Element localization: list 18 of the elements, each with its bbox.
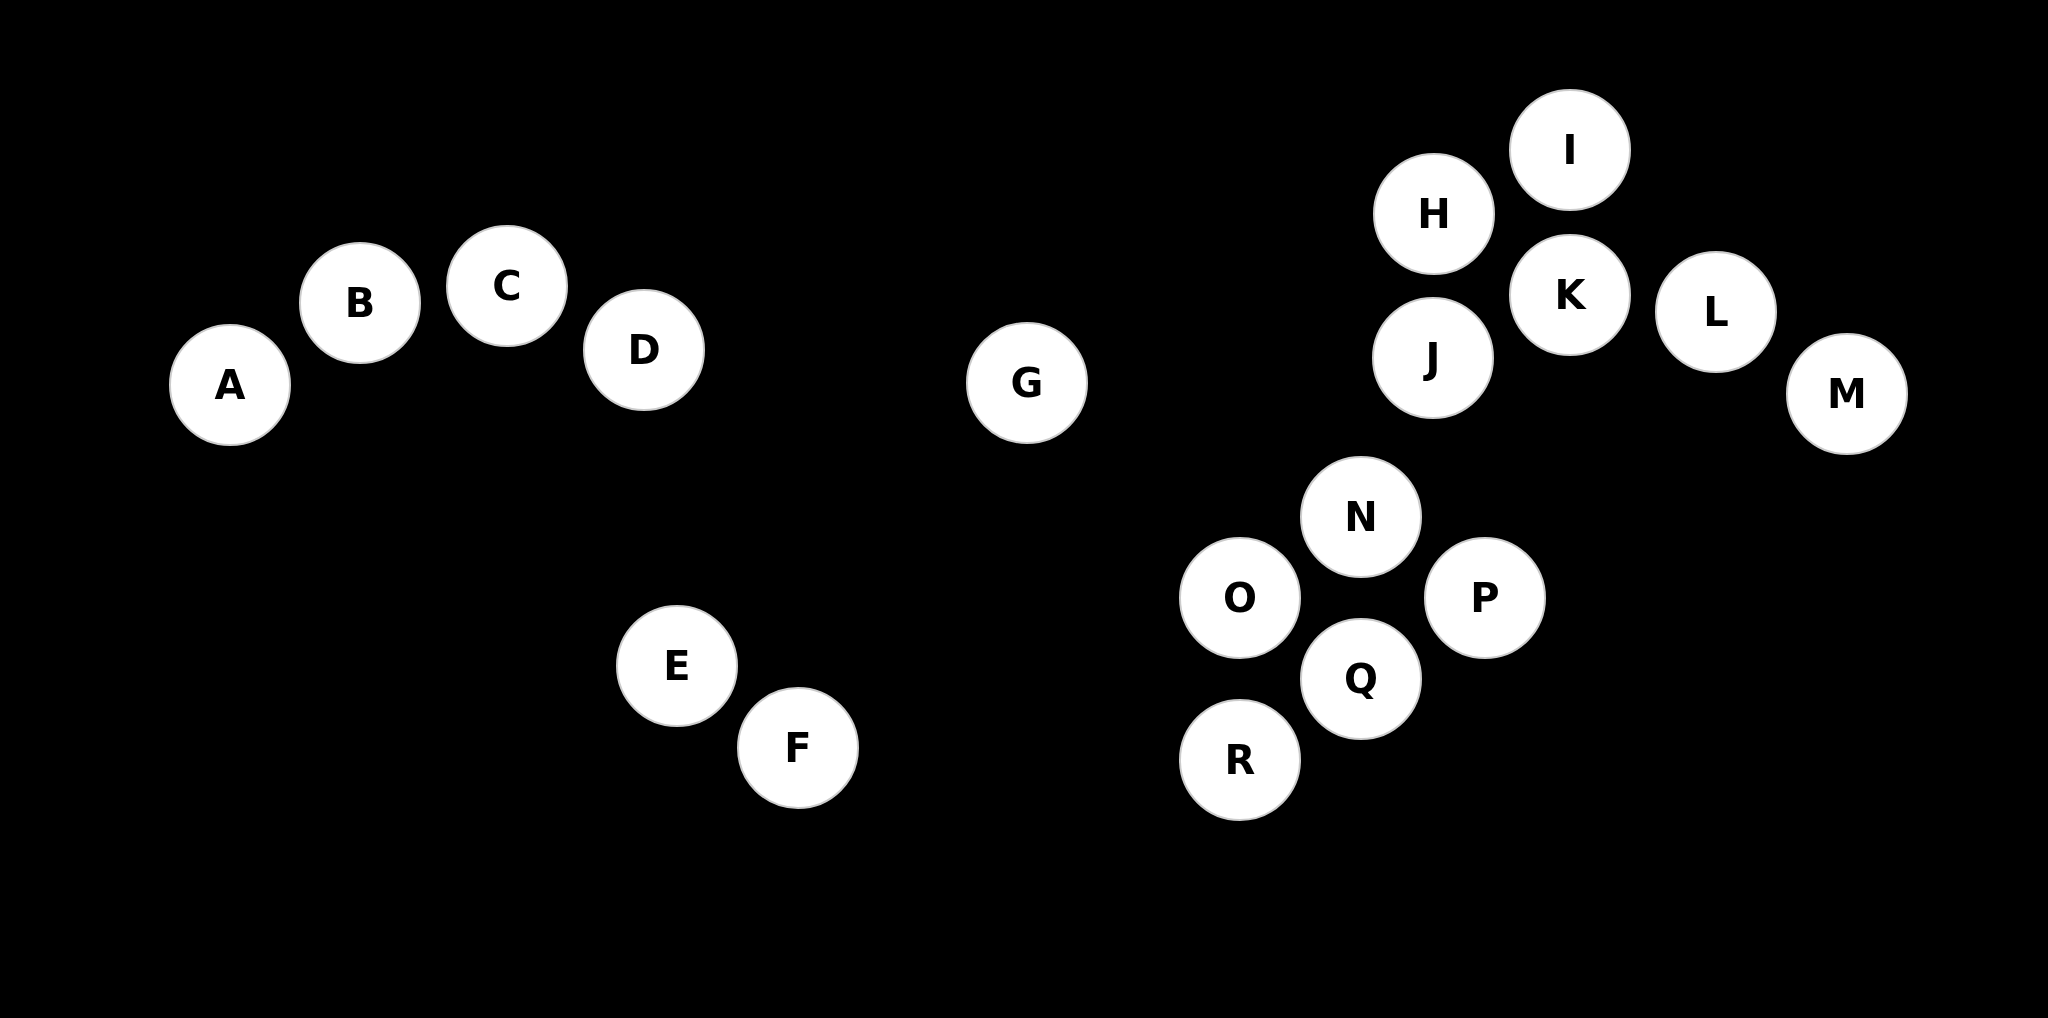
node-letter: I bbox=[1562, 127, 1578, 173]
node-letter: J bbox=[1425, 335, 1441, 381]
node-letter: N bbox=[1344, 494, 1378, 540]
node-letter: O bbox=[1223, 575, 1257, 621]
node-letter: F bbox=[784, 725, 812, 771]
node-letter: D bbox=[627, 327, 661, 373]
node-letter: M bbox=[1827, 371, 1867, 417]
node-letter: E bbox=[663, 643, 691, 689]
node-letter: R bbox=[1224, 737, 1256, 783]
node-letter: B bbox=[344, 280, 376, 326]
node-letter: H bbox=[1417, 191, 1451, 237]
node-letter: K bbox=[1554, 272, 1586, 318]
node-letter: C bbox=[492, 263, 522, 309]
node-letter: Q bbox=[1344, 656, 1378, 702]
node-letter: P bbox=[1470, 575, 1500, 621]
node-letter: G bbox=[1010, 360, 1044, 406]
node-letter: L bbox=[1703, 289, 1729, 335]
node-letter: A bbox=[214, 362, 246, 408]
